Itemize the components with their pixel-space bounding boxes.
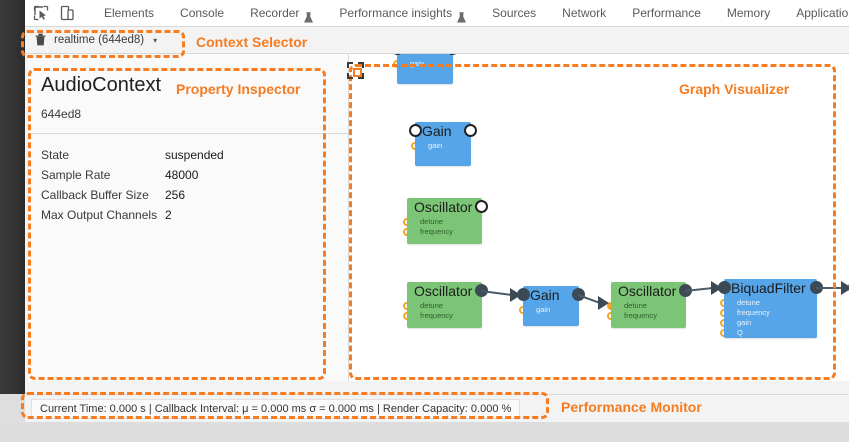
- audio-edge-arrow: [841, 281, 849, 295]
- audio-param-gain: gain: [737, 318, 752, 327]
- audio-param-gain: gain: [410, 59, 425, 68]
- audio-param-detune: detune: [737, 298, 760, 307]
- audio-node-title: Oscillator: [618, 283, 677, 299]
- tab-list: Elements Console Recorder Performance in…: [91, 0, 849, 27]
- context-selector-toolbar: realtime (644ed8) ▾: [25, 27, 849, 54]
- audio-param-detune: detune: [420, 301, 443, 310]
- property-list: State suspended Sample Rate 48000 Callba…: [41, 145, 224, 225]
- annotation-label-performance-monitor: Performance Monitor: [561, 399, 702, 415]
- audio-node-params: gain: [397, 58, 453, 72]
- selection-handle[interactable]: [347, 62, 364, 79]
- annotation-label-context-selector: Context Selector: [196, 34, 308, 50]
- audio-param-frequency: frequency: [420, 311, 453, 320]
- audio-node-output-port[interactable]: [464, 124, 477, 137]
- tab-sources[interactable]: Sources: [492, 5, 537, 20]
- audio-param-detune: detune: [624, 301, 647, 310]
- property-row: Callback Buffer Size 256: [41, 185, 224, 205]
- property-key: Max Output Channels: [41, 208, 158, 222]
- audio-param-frequency: frequency: [420, 227, 453, 236]
- audio-edge-arrow: [510, 288, 521, 302]
- tab-elements[interactable]: Elements: [104, 5, 155, 20]
- graph-visualizer-canvas[interactable]: GaingainGaingainOscillatordetunefrequenc…: [349, 54, 849, 381]
- performance-monitor-bar: Current Time: 0.000 s | Callback Interva…: [25, 394, 849, 422]
- audio-node-params: gain: [523, 304, 579, 318]
- inspect-cursor-icon[interactable]: [31, 3, 51, 23]
- tab-performance[interactable]: Performance: [632, 5, 701, 20]
- property-value: 2: [165, 208, 172, 222]
- property-row: Sample Rate 48000: [41, 165, 224, 185]
- page-title: AudioContext: [41, 74, 162, 96]
- performance-monitor-text: Current Time: 0.000 s | Callback Interva…: [31, 399, 521, 419]
- property-value: suspended: [165, 148, 224, 162]
- divider: [28, 133, 349, 134]
- window-bottom-fill: [0, 422, 849, 442]
- audio-node-title: Gain: [530, 287, 560, 303]
- tab-application[interactable]: Application: [796, 5, 849, 20]
- main-content: AudioContext 644ed8 State suspended Samp…: [25, 54, 849, 394]
- context-selector-value: realtime (644ed8): [54, 34, 145, 46]
- audio-edge-arrow: [711, 281, 722, 295]
- audio-node-title: BiquadFilter: [731, 280, 806, 296]
- experiment-flask-icon: [457, 7, 467, 23]
- trash-icon[interactable]: [34, 33, 47, 47]
- property-key: State: [41, 148, 70, 162]
- audio-param-frequency: frequency: [624, 311, 657, 320]
- annotation-label-graph-visualizer: Graph Visualizer: [679, 81, 790, 97]
- audio-param-gain: gain: [428, 141, 443, 150]
- audio-param-q: Q: [737, 328, 743, 337]
- audio-param-frequency: frequency: [737, 308, 770, 317]
- audio-node-title: Gain: [422, 123, 452, 139]
- audio-node-title: Oscillator: [414, 283, 473, 299]
- property-row: State suspended: [41, 145, 224, 165]
- device-toggle-icon[interactable]: [57, 3, 77, 23]
- property-value: 48000: [165, 168, 199, 182]
- tab-recorder[interactable]: Recorder: [237, 0, 326, 27]
- tab-network[interactable]: Network: [562, 5, 607, 20]
- toolbar-icon-group: [25, 3, 84, 23]
- property-inspector-panel: AudioContext 644ed8 State suspended Samp…: [28, 54, 349, 381]
- selection-handle-inner: [353, 68, 362, 77]
- property-value: 256: [165, 188, 186, 202]
- audio-param-detune: detune: [420, 217, 443, 226]
- audio-edge: [816, 287, 843, 289]
- audio-node-gain-3[interactable]: Gain gain: [523, 286, 579, 326]
- audio-edge-arrow: [598, 296, 609, 310]
- audio-node-title: Oscillator: [414, 199, 473, 215]
- property-key: Sample Rate: [41, 168, 111, 182]
- context-id: 644ed8: [41, 107, 82, 121]
- devtools-tabbar: Elements Console Recorder Performance in…: [25, 0, 849, 27]
- property-row: Max Output Channels 2: [41, 205, 224, 225]
- context-selector[interactable]: realtime (644ed8) ▾: [34, 30, 157, 50]
- audio-node-output-port[interactable]: [475, 200, 488, 213]
- tab-console[interactable]: Console: [180, 5, 225, 20]
- tab-performance-insights[interactable]: Performance insights: [326, 0, 479, 27]
- audio-node-params: gain: [415, 140, 471, 154]
- activity-strip: [0, 0, 25, 442]
- audio-node-input-port[interactable]: [409, 124, 422, 137]
- annotation-label-property-inspector: Property Inspector: [176, 81, 301, 97]
- audio-param-gain: gain: [536, 305, 551, 314]
- audio-node-title: Gain: [397, 54, 453, 58]
- property-key: Callback Buffer Size: [41, 188, 149, 202]
- tab-memory[interactable]: Memory: [726, 5, 771, 20]
- experiment-flask-icon: [304, 7, 314, 23]
- audio-node-gain-2[interactable]: Gain gain: [415, 122, 471, 166]
- chevron-down-icon: ▾: [153, 35, 158, 45]
